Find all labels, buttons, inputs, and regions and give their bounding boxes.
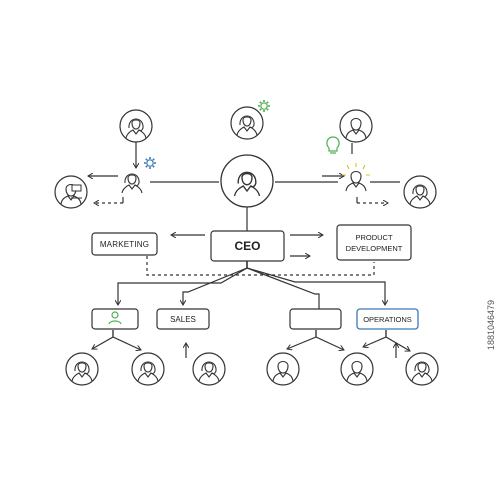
connector-lines: [88, 142, 410, 358]
person-top-left: [119, 109, 153, 143]
person-bottom-6: [405, 352, 439, 386]
person-bottom-3: [192, 352, 226, 386]
operations-box: [356, 308, 419, 330]
person-far-left: [54, 175, 88, 209]
stock-id-text: 1881046479: [486, 300, 496, 351]
sales-box: [156, 308, 210, 330]
person-ceo: [220, 154, 274, 208]
gear-icon: [143, 156, 157, 170]
person-bottom-4: [266, 352, 300, 386]
ceo-label: CEO: [234, 238, 261, 253]
green-person-box: [91, 308, 139, 330]
person-top-right: [339, 109, 373, 143]
product-development-label: PRODUCT DEVELOPMENT: [337, 225, 411, 260]
marketing-label: MARKETING: [99, 239, 150, 249]
person-top-center: [230, 106, 264, 140]
person-mid-right: [342, 163, 370, 192]
person-far-right: [403, 175, 437, 209]
product-development-label-line1: PRODUCT: [355, 232, 393, 242]
product-development-label-line2: DEVELOPMENT: [345, 243, 403, 253]
person-bottom-1: [65, 352, 99, 386]
ceo-box: [210, 230, 285, 262]
person-bottom-5: [340, 352, 374, 386]
marketing-box: [91, 232, 158, 256]
gear-icon: [257, 99, 271, 113]
person-bottom-2: [131, 352, 165, 386]
operations-label: OPERATIONS: [363, 314, 412, 324]
sales-label: SALES: [170, 314, 196, 324]
lightbulb-icon: [326, 136, 340, 154]
person-mid-left: [121, 173, 143, 194]
product-development-box: [336, 224, 412, 261]
blank-box: [289, 308, 342, 330]
person-icon: [108, 311, 122, 325]
